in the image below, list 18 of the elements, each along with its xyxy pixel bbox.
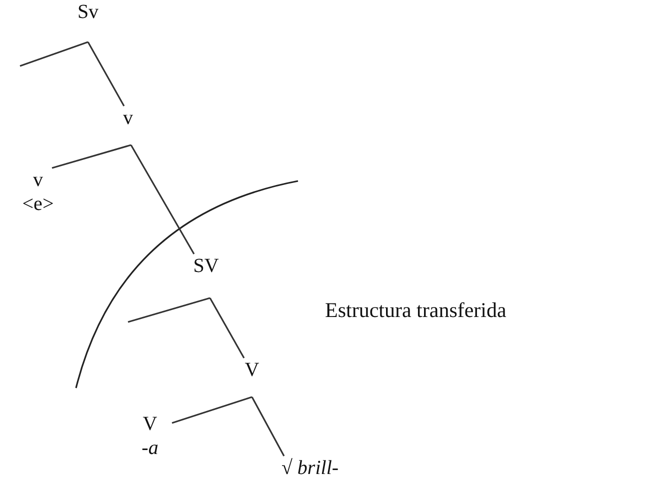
tree-branch: [209, 298, 245, 358]
node-label: v: [122, 106, 134, 130]
feature-label: <e>: [21, 192, 55, 216]
tree-branch: [172, 396, 252, 424]
annotation-label: Estructura transferida: [325, 298, 506, 323]
tree-branch: [52, 144, 132, 169]
node-label: V: [142, 412, 158, 436]
tree-branch: [87, 42, 125, 106]
tree-branch: [20, 41, 88, 67]
node-label: v: [32, 168, 44, 192]
tree-branch: [128, 297, 210, 323]
tree-branch: [130, 144, 195, 254]
node-label: SV: [192, 254, 220, 278]
node-label: √ brill-: [280, 456, 340, 480]
node-label: V: [244, 358, 260, 382]
feature-label: -a: [140, 436, 160, 460]
node-label: Sv: [76, 0, 100, 24]
tree-branch: [251, 396, 285, 456]
